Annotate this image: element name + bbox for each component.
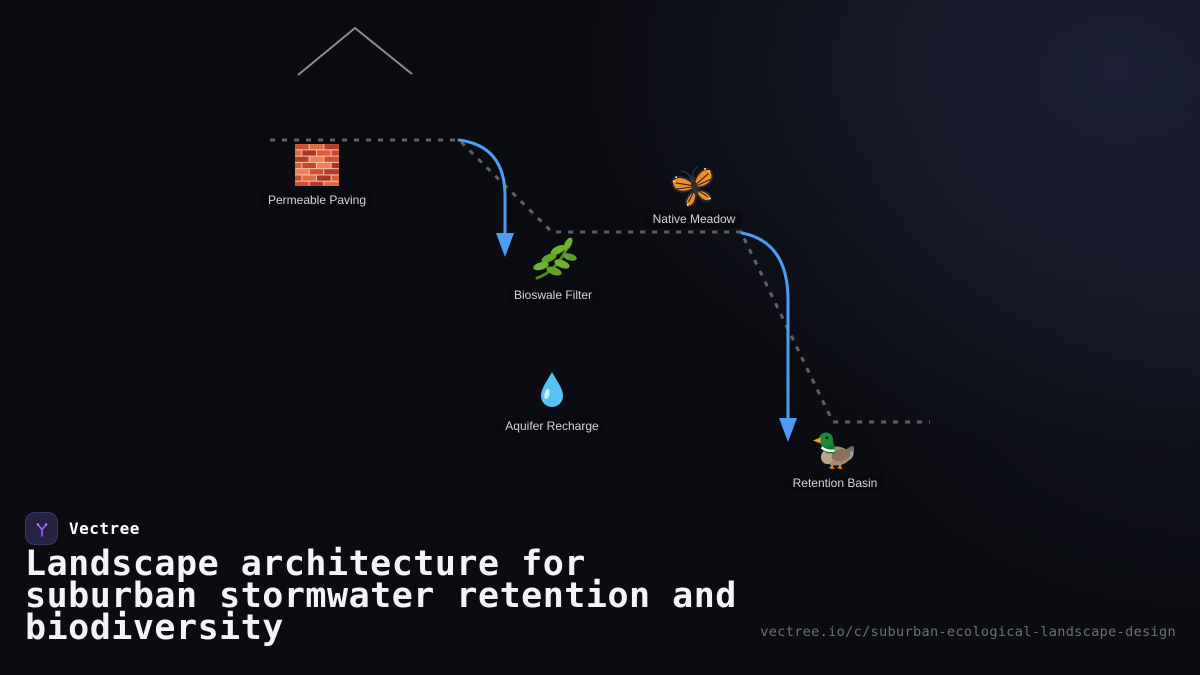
terrain-dashed-line bbox=[270, 138, 930, 424]
brand-name: Vectree bbox=[69, 519, 140, 538]
poster-url[interactable]: vectree.io/c/suburban-ecological-landsca… bbox=[760, 624, 1176, 640]
label-aquifer-recharge: Aquifer Recharge bbox=[498, 417, 606, 435]
branch-glyph-icon bbox=[36, 522, 47, 537]
node-bioswale-filter bbox=[529, 235, 577, 283]
brick-wall-icon bbox=[295, 144, 339, 186]
label-retention-basin: Retention Basin bbox=[785, 474, 885, 492]
title-line-1: Landscape architecture for bbox=[25, 544, 586, 584]
poster-title: Landscape architecture for suburban stor… bbox=[25, 544, 737, 648]
butterfly-icon bbox=[671, 165, 714, 208]
flow-arrow-paving-to-bioswale bbox=[457, 138, 514, 257]
node-native-meadow bbox=[669, 160, 719, 210]
label-native-meadow: Native Meadow bbox=[645, 210, 743, 228]
herb-icon bbox=[533, 237, 577, 280]
node-retention-basin bbox=[812, 424, 858, 470]
roof-outline bbox=[297, 26, 413, 76]
arrowhead-down-icon bbox=[496, 233, 514, 257]
title-line-3: biodiversity bbox=[25, 608, 284, 648]
brand-row: Vectree bbox=[25, 512, 140, 545]
node-aquifer-recharge bbox=[533, 370, 571, 410]
title-line-2: suburban stormwater retention and bbox=[25, 576, 737, 616]
label-bioswale-filter: Bioswale Filter bbox=[506, 286, 600, 304]
vectree-logo bbox=[25, 512, 58, 545]
flow-arrow-meadow-to-basin bbox=[740, 231, 797, 442]
label-permeable-paving: Permeable Paving bbox=[260, 191, 374, 209]
duck-icon bbox=[813, 432, 855, 470]
arrowhead-down-icon bbox=[779, 418, 797, 442]
node-permeable-paving bbox=[294, 142, 340, 188]
droplet-icon bbox=[541, 372, 563, 407]
